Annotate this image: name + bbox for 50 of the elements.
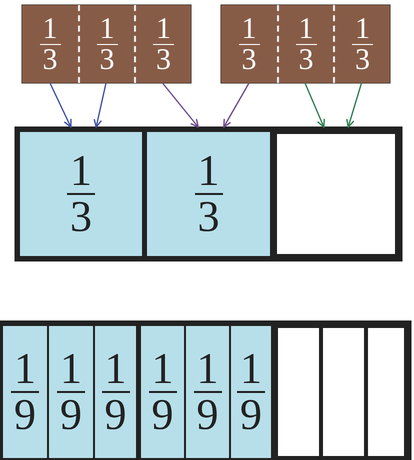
strip-segment (20, 132, 147, 256)
denominator: 9 (14, 393, 36, 437)
denominator: 9 (196, 393, 218, 437)
strip-segment (49, 326, 95, 458)
denominator: 3 (198, 195, 220, 239)
denominator: 3 (100, 44, 114, 74)
arrow (346, 82, 362, 128)
strip-segment (147, 132, 275, 256)
numerator: 1 (96, 14, 118, 44)
numerator: 1 (67, 149, 95, 195)
fraction-strip (221, 5, 390, 83)
denominator: 3 (298, 44, 314, 74)
numerator: 1 (238, 14, 260, 44)
empty-segment (366, 326, 406, 458)
strip-segment (3, 326, 49, 458)
arrow (223, 82, 250, 128)
denominator: 3 (355, 44, 370, 74)
denominator: 3 (242, 44, 256, 74)
empty-segment (275, 132, 397, 256)
empty-segment (321, 326, 366, 458)
strip-segment (231, 326, 276, 458)
numerator: 1 (352, 14, 373, 44)
denominator: 9 (60, 393, 82, 437)
arrow (304, 82, 325, 128)
numerator: 1 (11, 347, 39, 393)
strip-segment (141, 326, 186, 458)
numerator: 1 (237, 347, 265, 393)
numerator: 1 (148, 347, 176, 393)
numerator: 1 (194, 149, 222, 195)
numerator: 1 (194, 347, 222, 393)
denominator: 9 (240, 393, 262, 437)
fraction-strip (22, 5, 191, 83)
numerator: 1 (102, 347, 130, 393)
numerator: 1 (40, 14, 60, 44)
denominator: 3 (156, 44, 171, 74)
numerator: 1 (57, 347, 85, 393)
denominator: 9 (152, 393, 174, 437)
empty-segment (276, 326, 321, 458)
arrow (94, 82, 107, 128)
arrow (162, 82, 199, 128)
strip-segment (95, 326, 141, 458)
strip-segment (186, 326, 231, 458)
numerator: 1 (296, 14, 316, 44)
numerator: 1 (153, 14, 174, 44)
fraction-strip (0, 321, 411, 460)
arrow (49, 82, 72, 128)
denominator: 3 (42, 44, 58, 74)
fraction-strip (15, 127, 402, 261)
denominator: 3 (70, 195, 92, 239)
denominator: 9 (104, 393, 126, 437)
